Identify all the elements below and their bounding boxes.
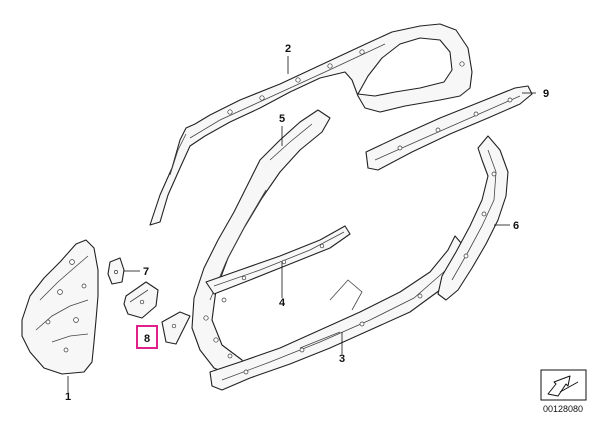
reference-code: 00128080 <box>543 404 583 414</box>
arrow-icon <box>547 375 571 397</box>
part-8-bracket <box>161 311 191 345</box>
callout-7: 7 <box>143 266 149 278</box>
callout-3: 3 <box>339 353 345 365</box>
callout-numbers: 1 2 3 4 5 6 7 8 9 <box>65 43 549 403</box>
callout-4: 4 <box>279 297 286 309</box>
part-1-front-panel <box>21 239 99 375</box>
callout-1: 1 <box>65 391 71 403</box>
callout-8: 8 <box>144 333 150 345</box>
part-2-roof-frame <box>149 23 473 226</box>
reference-symbol: 00128080 <box>540 369 587 414</box>
part-7-connector <box>107 257 159 319</box>
part-5-a-pillar <box>191 109 331 379</box>
callout-2: 2 <box>285 43 291 55</box>
callout-9: 9 <box>543 88 549 100</box>
part-4-sill-reinforcement <box>205 225 351 295</box>
callout-5: 5 <box>279 113 285 125</box>
callout-6: 6 <box>513 220 519 232</box>
part-6-rear-pillar <box>437 135 509 301</box>
leader-lines <box>67 56 536 392</box>
part-9-rear-rail <box>365 85 533 171</box>
part-3-side-sill <box>209 235 463 391</box>
callout-8-highlight-box <box>136 325 158 349</box>
